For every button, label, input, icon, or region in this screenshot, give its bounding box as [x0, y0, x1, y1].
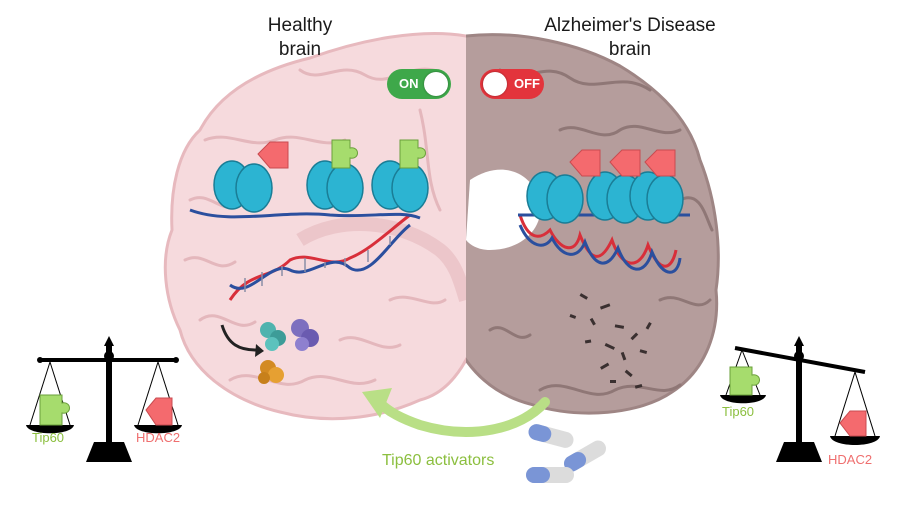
amyloid-plaques: [569, 293, 652, 389]
diseased-nucleosomes: [526, 171, 684, 224]
left-scale-hdac2-label: HDAC2: [136, 430, 181, 445]
activator-arrow: [377, 397, 550, 437]
tip60-protein-icon: [729, 366, 760, 396]
on-toggle-label: ON: [399, 76, 419, 91]
healthy-brain-gyri: [183, 67, 447, 386]
hdac2-protein-icon: [644, 149, 676, 177]
tip60-protein-icon: [399, 139, 426, 169]
hdac2-protein-icon: [609, 149, 641, 177]
tip60-protein-icon: [331, 139, 358, 169]
tip60-activators-label: Tip60 activators: [382, 452, 495, 469]
right-scale-tip60-label: Tip60: [722, 404, 755, 419]
off-toggle: OFF: [480, 69, 544, 99]
nucleosome-icon: [306, 160, 364, 213]
hdac2-protein-icon: [257, 141, 289, 169]
healthy-brain-half: [163, 31, 466, 421]
on-toggle: ON: [387, 69, 451, 99]
hdac2-protein-icon: [839, 410, 867, 437]
nucleosome-icon: [371, 160, 429, 213]
alzheimers-brain-title: Alzheimer's Disease brain: [544, 15, 716, 60]
healthy-brain-title: Healthy brain: [267, 15, 333, 60]
right-scale-hdac2-label: HDAC2: [828, 452, 873, 467]
dna-helix-icon: [189, 208, 421, 301]
left-scale-tip60-label: Tip60: [32, 430, 65, 445]
hdac2-protein-icon: [145, 397, 173, 426]
nucleosome-icon: [213, 160, 273, 213]
tip60-protein-icon: [39, 394, 70, 426]
protein-cluster-icon: [258, 319, 319, 384]
activator-arrowhead: [362, 388, 392, 418]
pill-capsule-icon: [528, 424, 574, 448]
pill-capsule-icon: [526, 467, 574, 483]
expression-arrow: [220, 324, 257, 352]
hdac2-protein-icon: [569, 149, 601, 177]
toggle-knob: [483, 72, 507, 96]
expression-arrowhead: [255, 344, 264, 357]
pill-capsule-icon: [564, 440, 606, 472]
dna-base-pairs: [244, 236, 391, 292]
off-toggle-label: OFF: [514, 76, 540, 91]
balance-scale-icon: [26, 336, 182, 462]
balance-scale-icon: [720, 336, 880, 462]
healthy-ventricle: [296, 217, 466, 303]
nucleosome-icon: [526, 171, 584, 224]
healthy-nucleosomes: [213, 160, 429, 213]
nucleosome-icon: [629, 171, 684, 224]
toggle-knob: [424, 72, 448, 96]
